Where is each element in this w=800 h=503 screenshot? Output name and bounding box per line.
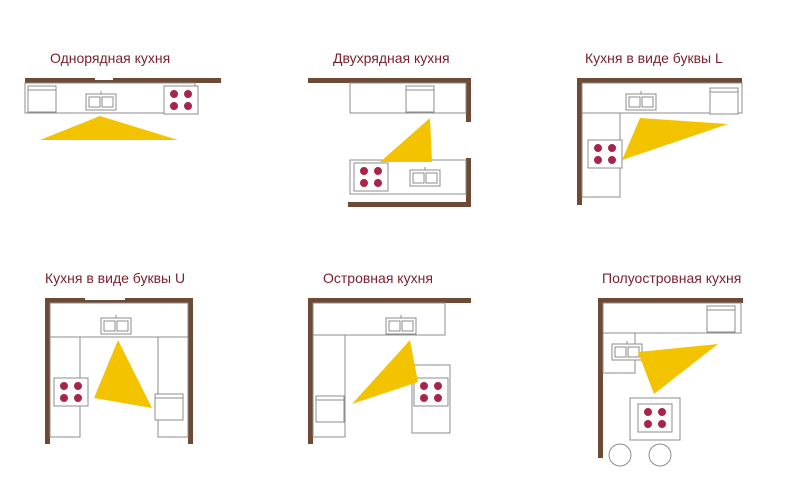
title-double-row: Двухрядная кухня <box>333 50 450 66</box>
work-triangle <box>380 118 432 162</box>
layout-double-row <box>308 78 471 207</box>
window <box>85 296 125 300</box>
wall-top <box>308 78 471 83</box>
layout-single-row <box>24 76 221 140</box>
wall-top <box>45 298 193 303</box>
fridge-icon <box>315 395 345 423</box>
title-peninsula: Полуостровная кухня <box>602 270 742 286</box>
fridge-icon <box>27 85 57 113</box>
wall-bottom <box>348 202 471 207</box>
fridge-icon <box>405 85 435 113</box>
fridge-icon <box>154 393 184 421</box>
layout-peninsula <box>598 298 743 467</box>
work-triangle <box>40 116 178 140</box>
layout-u-shape <box>45 296 193 444</box>
sink-icon <box>100 314 132 335</box>
sink-icon <box>385 314 417 335</box>
layout-island <box>308 298 471 444</box>
stove-icon <box>587 139 623 169</box>
title-u-shape: Кухня в виде буквы U <box>45 270 186 286</box>
bar-stool-icon <box>648 443 672 467</box>
sink-icon <box>625 90 657 111</box>
fridge-icon <box>706 305 736 333</box>
work-triangle <box>622 118 728 160</box>
bar-stool-icon <box>608 443 632 467</box>
counter-right <box>157 336 189 438</box>
title-island: Островная кухня <box>323 270 433 286</box>
title-single-row: Однорядная кухня <box>50 50 171 66</box>
sink-icon <box>85 90 117 111</box>
work-triangle <box>638 344 718 394</box>
wall-top <box>598 298 743 303</box>
work-triangle <box>94 340 152 408</box>
wall <box>25 78 221 83</box>
stove-icon <box>637 403 673 433</box>
wall-top <box>577 78 742 83</box>
sink-icon <box>611 340 643 361</box>
wall-right-bottom <box>466 158 471 207</box>
wall-left <box>45 298 50 444</box>
wall-left <box>577 78 582 205</box>
wall-left <box>598 298 603 458</box>
wall-left <box>308 298 313 444</box>
counter-top <box>312 302 446 336</box>
layout-l-shape <box>577 78 743 205</box>
stove-icon <box>353 162 389 192</box>
wall-top <box>308 298 471 303</box>
stove-icon <box>413 377 449 407</box>
work-triangle <box>352 340 418 404</box>
title-l-shape: Кухня в виде буквы L <box>585 50 723 66</box>
window <box>95 76 113 80</box>
sink-icon <box>409 166 441 187</box>
wall-right-top <box>466 78 471 122</box>
fridge-icon <box>709 87 739 115</box>
wall-right <box>188 298 193 444</box>
stove-icon <box>53 377 89 407</box>
stove-icon <box>163 85 199 115</box>
